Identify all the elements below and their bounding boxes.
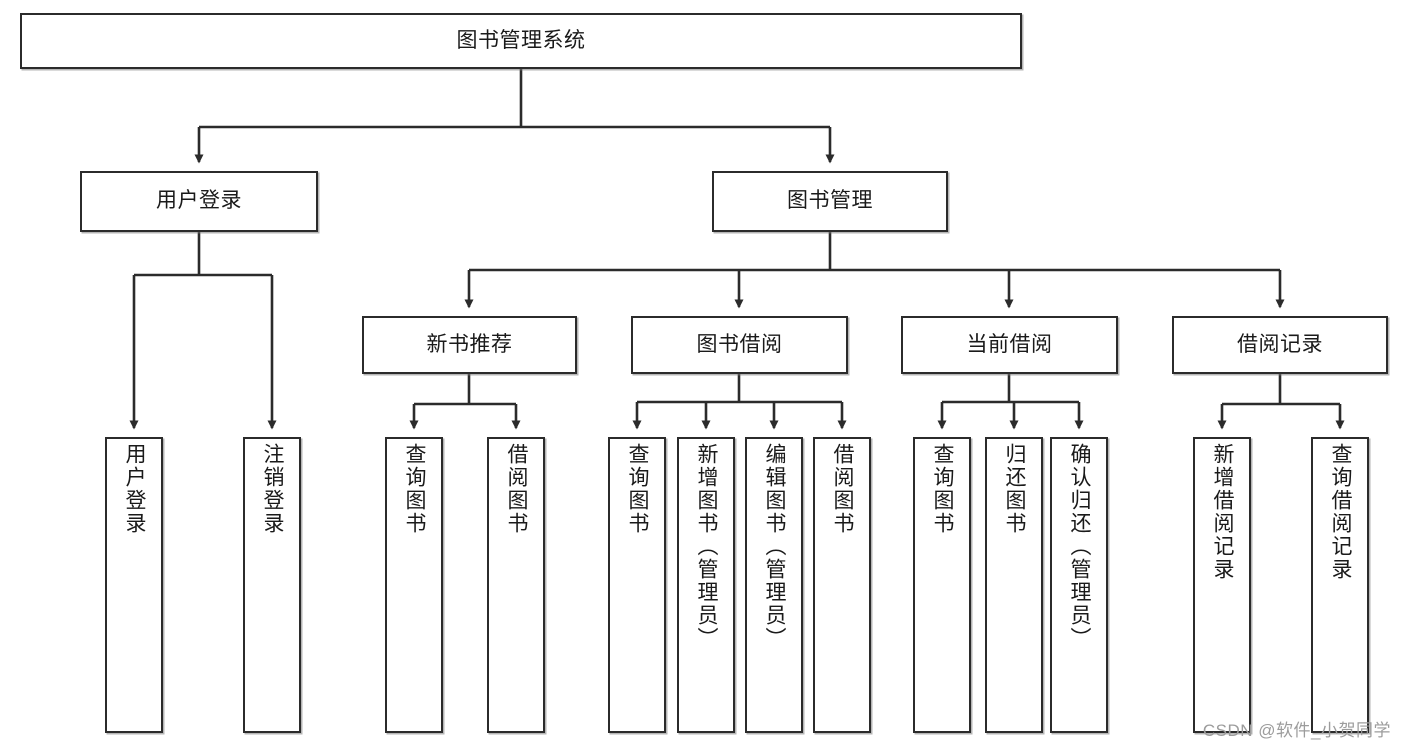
node-leaf-query-borrow-record[interactable]: 查询借阅记录 [1311,437,1369,733]
node-leaf-confirm-return-admin-label: 确认归还（管理员） [1068,443,1092,650]
csdn-watermark: CSDN @软件_小贺同学 [1202,721,1391,740]
node-leaf-borrow-book-1-label: 借阅图书 [505,443,529,535]
node-new-book-rec[interactable]: 新书推荐 [362,316,577,374]
node-book-manage[interactable]: 图书管理 [712,171,948,232]
node-leaf-add-borrow-record-label: 新增借阅记录 [1211,443,1235,581]
node-leaf-borrow-book-2[interactable]: 借阅图书 [813,437,871,733]
node-leaf-query-book-2[interactable]: 查询图书 [608,437,666,733]
node-root-label: 图书管理系统 [456,28,586,52]
node-leaf-confirm-return-admin[interactable]: 确认归还（管理员） [1050,437,1108,733]
node-borrow-record-label: 借阅记录 [1237,332,1323,356]
node-leaf-edit-book-admin-label: 编辑图书（管理员） [763,443,787,650]
node-leaf-user-login-label: 用户登录 [123,443,147,535]
node-borrow-record[interactable]: 借阅记录 [1172,316,1388,374]
node-leaf-query-book-1-label: 查询图书 [403,443,427,535]
node-leaf-return-book[interactable]: 归还图书 [985,437,1043,733]
node-current-borrow[interactable]: 当前借阅 [901,316,1118,374]
node-leaf-query-book-2-label: 查询图书 [626,443,650,535]
node-leaf-add-borrow-record[interactable]: 新增借阅记录 [1193,437,1251,733]
node-leaf-query-borrow-record-label: 查询借阅记录 [1329,443,1353,581]
node-current-borrow-label: 当前借阅 [966,332,1053,356]
node-user-login-label: 用户登录 [156,189,242,213]
node-leaf-query-book-1[interactable]: 查询图书 [385,437,443,733]
node-leaf-user-logout-label: 注销登录 [261,443,285,535]
node-leaf-query-book-3-label: 查询图书 [931,443,955,535]
node-root[interactable]: 图书管理系统 [20,13,1022,69]
node-new-book-rec-label: 新书推荐 [426,332,513,356]
node-leaf-borrow-book-2-label: 借阅图书 [831,443,855,535]
node-leaf-query-book-3[interactable]: 查询图书 [913,437,971,733]
node-leaf-edit-book-admin[interactable]: 编辑图书（管理员） [745,437,803,733]
node-leaf-return-book-label: 归还图书 [1003,443,1027,535]
node-book-borrow[interactable]: 图书借阅 [631,316,848,374]
node-book-manage-label: 图书管理 [787,189,873,213]
node-leaf-add-book-admin-label: 新增图书（管理员） [695,443,719,650]
node-book-borrow-label: 图书借阅 [696,332,783,356]
node-leaf-user-logout[interactable]: 注销登录 [243,437,301,733]
node-user-login[interactable]: 用户登录 [80,171,318,232]
node-leaf-add-book-admin[interactable]: 新增图书（管理员） [677,437,735,733]
node-leaf-borrow-book-1[interactable]: 借阅图书 [487,437,545,733]
node-leaf-user-login[interactable]: 用户登录 [105,437,163,733]
